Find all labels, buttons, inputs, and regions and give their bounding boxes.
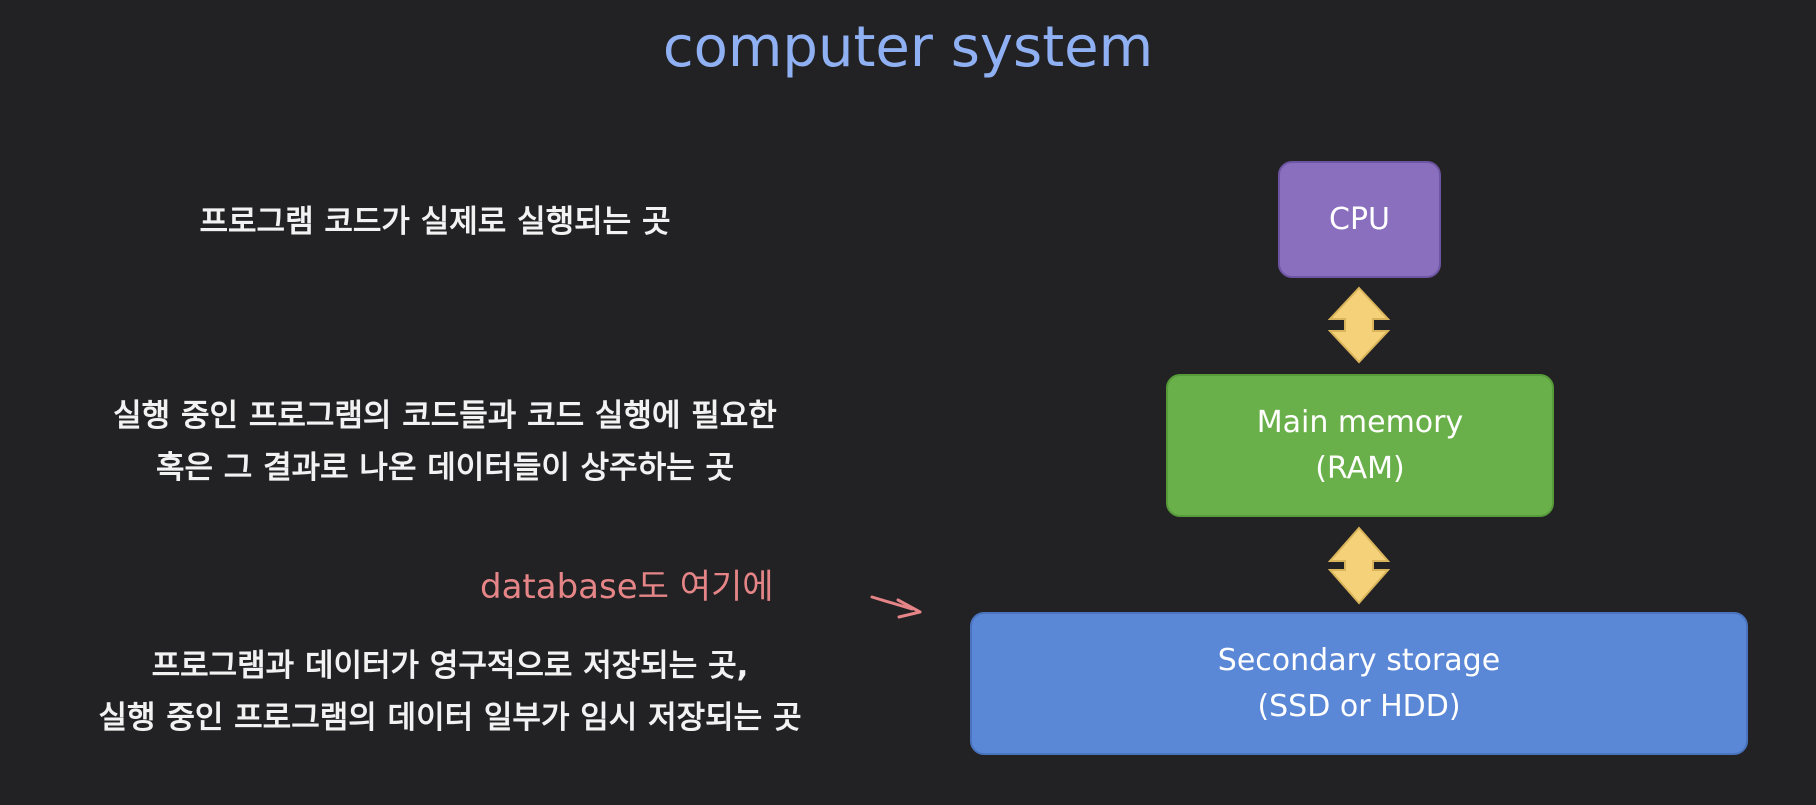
main-memory-label: Main memory	[1256, 404, 1464, 440]
cpu-description: 프로그램 코드가 실제로 실행되는 곳	[110, 196, 760, 248]
storage-description: 프로그램과 데이터가 영구적으로 저장되는 곳, 실행 중인 프로그램의 데이터…	[20, 640, 880, 744]
main-memory-sublabel: (RAM)	[1315, 450, 1405, 486]
database-annotation: database도 여기에	[480, 567, 774, 607]
ram-storage-double-arrow-icon	[1327, 526, 1391, 605]
main-memory-box: Main memory (RAM)	[1166, 374, 1554, 517]
page-title: computer system	[662, 15, 1154, 80]
secondary-storage-label: Secondary storage	[1217, 642, 1501, 678]
secondary-storage-sublabel: (SSD or HDD)	[1257, 688, 1461, 724]
cpu-label: CPU	[1329, 201, 1390, 237]
secondary-storage-box: Secondary storage (SSD or HDD)	[970, 612, 1748, 755]
cpu-box: CPU	[1278, 161, 1441, 278]
ram-description-line: 혹은 그 결과로 나온 데이터들이 상주하는 곳	[155, 450, 735, 486]
cpu-description-line: 프로그램 코드가 실제로 실행되는 곳	[199, 204, 671, 240]
storage-description-line: 프로그램과 데이터가 영구적으로 저장되는 곳,	[151, 648, 749, 684]
ram-description-line: 실행 중인 프로그램의 코드들과 코드 실행에 필요한	[113, 398, 777, 434]
ram-description: 실행 중인 프로그램의 코드들과 코드 실행에 필요한 혹은 그 결과로 나온 …	[20, 390, 870, 494]
cpu-ram-double-arrow-icon	[1327, 286, 1391, 364]
storage-description-line: 실행 중인 프로그램의 데이터 일부가 임시 저장되는 곳	[98, 700, 802, 736]
annotation-pointer-arrow-icon	[870, 595, 922, 619]
